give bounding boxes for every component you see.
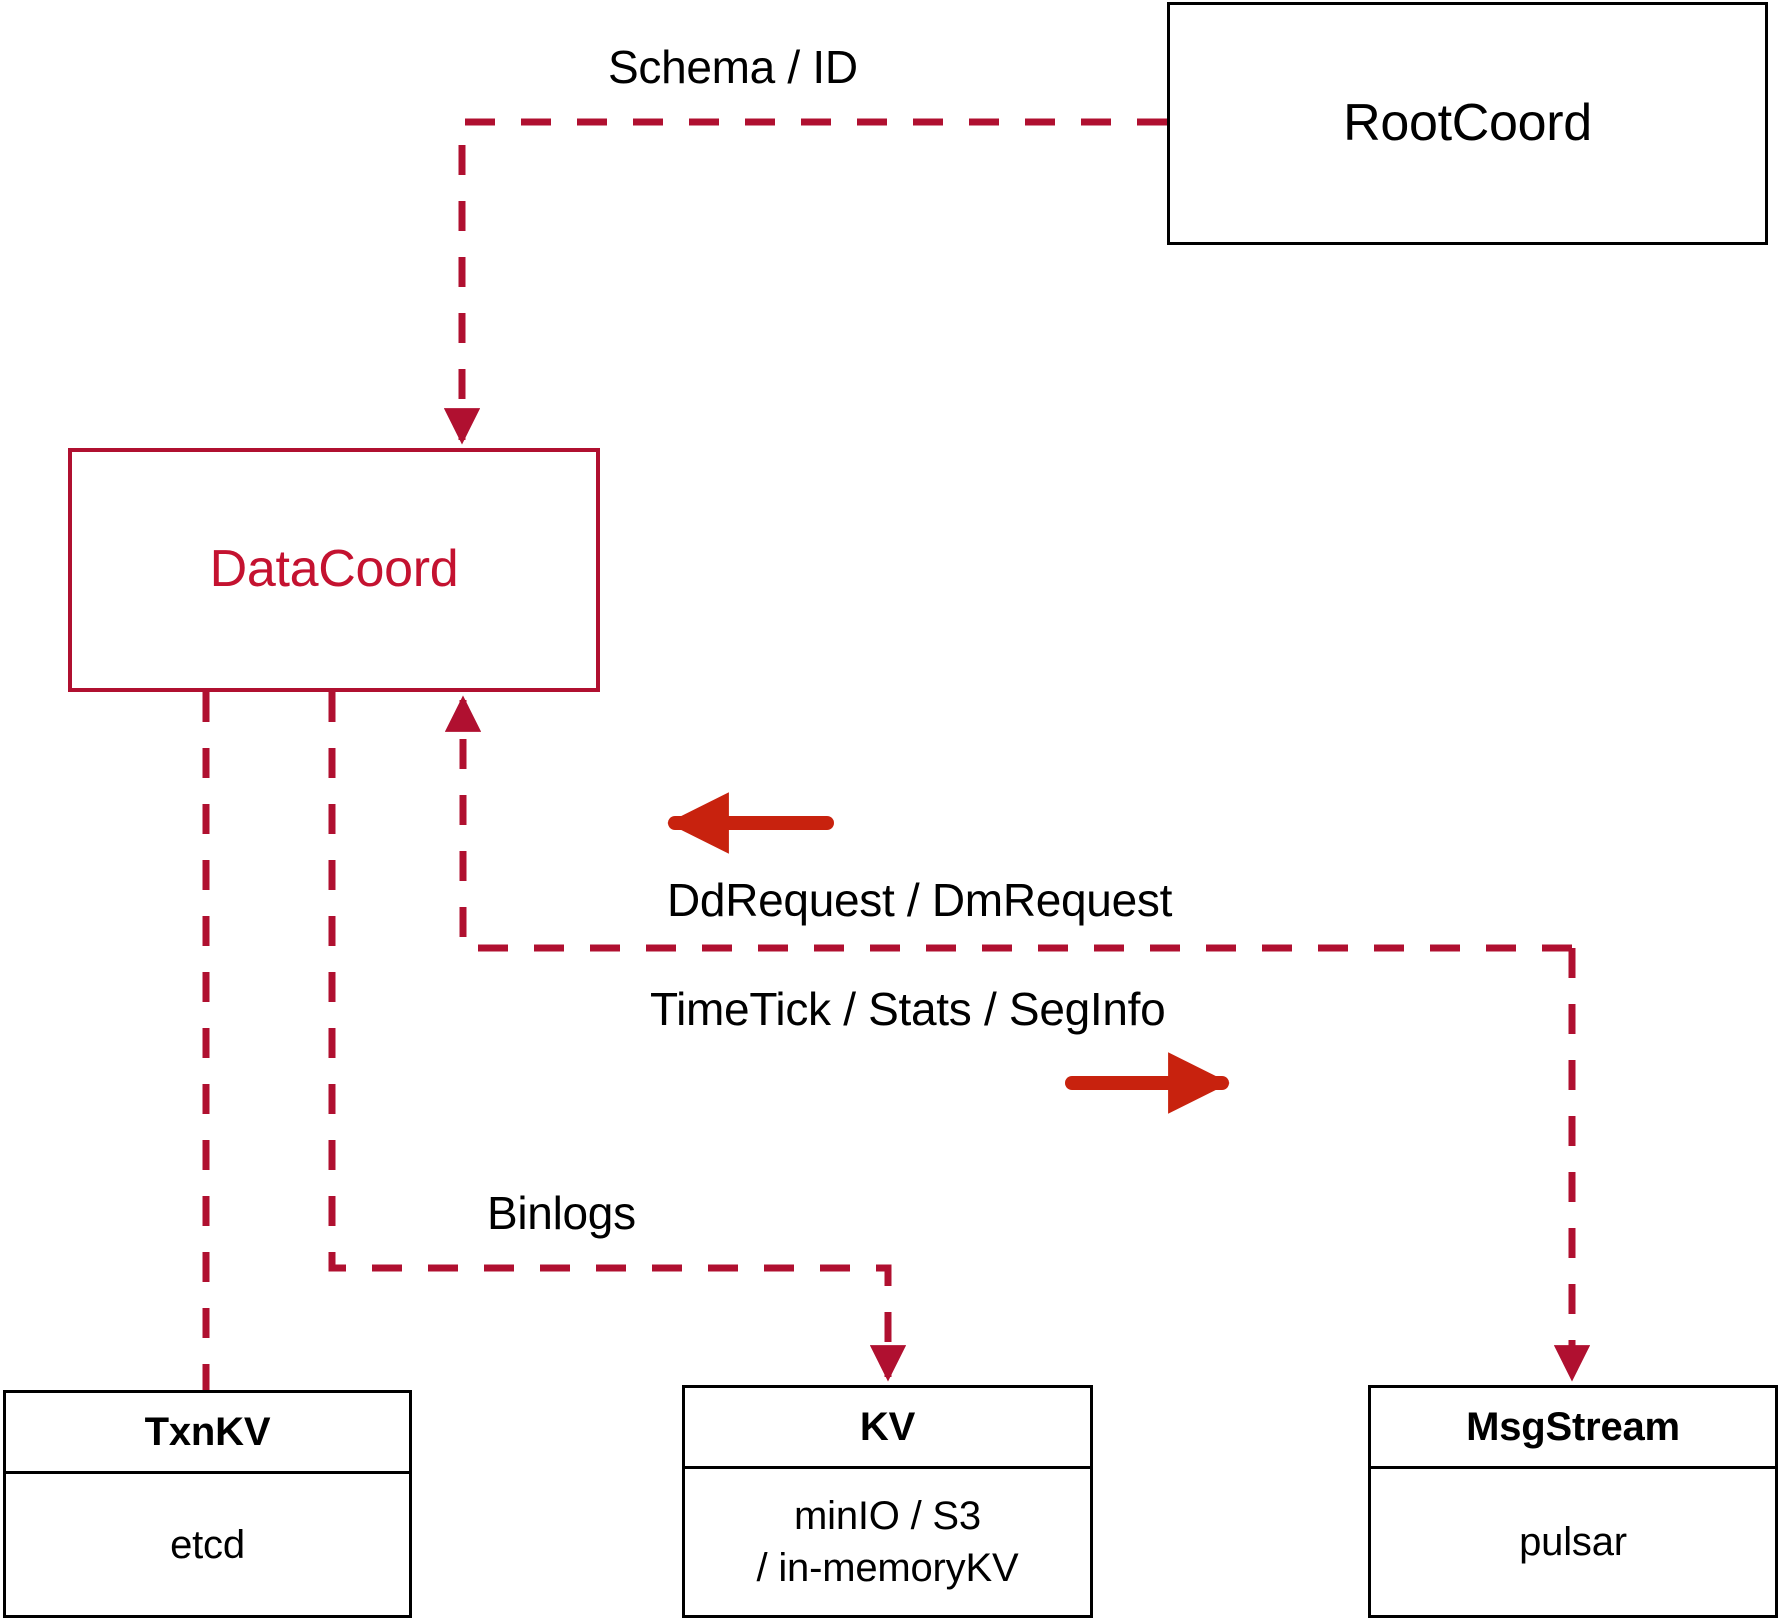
node-kv[interactable]: KV minIO / S3 / in-memoryKV bbox=[682, 1385, 1093, 1618]
node-txnkv-body: etcd bbox=[6, 1474, 409, 1615]
edge-datacoord-to-kv bbox=[328, 692, 907, 1382]
node-msgstream[interactable]: MsgStream pulsar bbox=[1368, 1385, 1778, 1618]
node-kv-impl-line1: minIO / S3 bbox=[794, 1494, 981, 1538]
edge-label-timetick-stats-seginfo: TimeTick / Stats / SegInfo bbox=[650, 983, 1166, 1035]
node-kv-body: minIO / S3 / in-memoryKV bbox=[685, 1469, 1090, 1615]
edge-rootcoord-to-datacoord bbox=[443, 118, 1167, 445]
node-rootcoord[interactable]: RootCoord bbox=[1167, 2, 1768, 245]
node-datacoord[interactable]: DataCoord bbox=[68, 448, 600, 692]
node-msgstream-body: pulsar bbox=[1371, 1469, 1775, 1615]
node-txnkv-impl-line1: etcd bbox=[170, 1522, 245, 1567]
node-rootcoord-label: RootCoord bbox=[1343, 93, 1592, 152]
node-txnkv-title: TxnKV bbox=[6, 1393, 409, 1474]
node-kv-impl-line2: / in-memoryKV bbox=[756, 1546, 1019, 1590]
edge-label-schema-id: Schema / ID bbox=[608, 41, 858, 93]
node-txnkv[interactable]: TxnKV etcd bbox=[3, 1390, 412, 1618]
node-datacoord-label: DataCoord bbox=[209, 540, 459, 599]
node-kv-title: KV bbox=[685, 1388, 1090, 1469]
edge-label-binlogs: Binlogs bbox=[487, 1187, 636, 1239]
edge-label-dd-dm-request: DdRequest / DmRequest bbox=[667, 874, 1173, 926]
node-msgstream-title: MsgStream bbox=[1371, 1388, 1775, 1469]
node-msgstream-impl-line1: pulsar bbox=[1519, 1520, 1627, 1564]
